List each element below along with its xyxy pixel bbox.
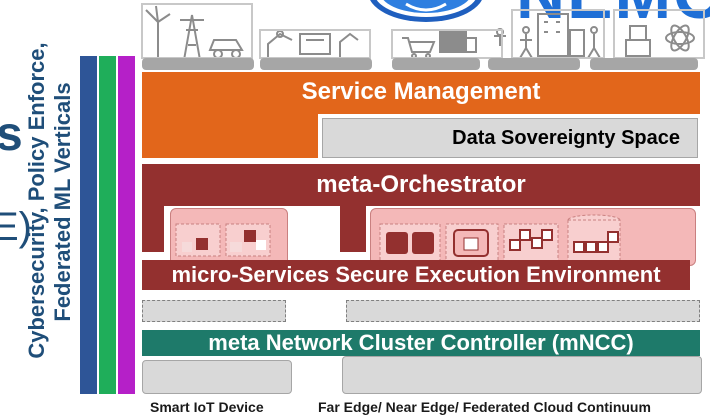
secure-execution-label: micro-Services Secure Execution Environm… (171, 262, 661, 287)
vertical-label-line1: Cybersecurity, Policy Enforce, (24, 42, 49, 359)
vertical-label-line2: Federated ML Verticals (50, 82, 75, 322)
footer-label-iot: Smart IoT Device (150, 399, 264, 415)
data-sovereignty-box (322, 118, 698, 158)
robot-arm-icon (267, 30, 293, 58)
iot-network-box (142, 300, 286, 322)
truck-icon (439, 29, 477, 53)
service-management-layer (142, 72, 700, 114)
car-icon (208, 39, 244, 59)
factory-machine-icon (299, 33, 331, 55)
atom-icon (665, 24, 695, 52)
device-icons-row (141, 3, 705, 61)
secure-execution-layer (142, 260, 690, 290)
service-management-extension (142, 114, 318, 158)
vertical-stripe-blue (80, 56, 97, 394)
device-tray-4 (488, 58, 580, 70)
power-pylon-icon (180, 14, 204, 61)
vertical-stripe-green (99, 56, 116, 394)
micro-service-blocks (175, 214, 621, 263)
edge-cloud-box (342, 356, 702, 394)
meta-orchestrator-mid-leg (340, 206, 366, 252)
vertical-stripe-purple (118, 56, 135, 394)
footer-label-edge: Far Edge/ Near Edge/ Federated Cloud Con… (318, 399, 651, 415)
person-icon (519, 26, 533, 59)
network-controller-label: meta Network Cluster Controller (mNCC) (208, 330, 634, 355)
cutoff-letter-bottom: E) (0, 205, 32, 249)
cutoff-letter-top: s (0, 108, 23, 161)
service-management-label: Service Management (301, 78, 541, 105)
iot-device-box (142, 360, 292, 394)
data-sovereignty-label: Data Sovereignty Space (452, 127, 680, 149)
building-icon (537, 13, 585, 57)
meta-orchestrator-layer (142, 164, 700, 206)
robot-icon (625, 25, 651, 57)
edge-network-box (346, 300, 700, 322)
device-tray-5 (590, 58, 698, 70)
robot-arm-icon-2 (339, 32, 359, 58)
device-tray-2 (260, 58, 372, 70)
person-icon-2 (587, 26, 601, 59)
device-tray-3 (392, 58, 480, 70)
globe-icon (370, 0, 482, 22)
wind-turbine-icon (145, 5, 171, 60)
meta-orchestrator-label: meta-Orchestrator (316, 171, 526, 198)
network-controller-layer (142, 330, 700, 356)
drone-icon (494, 28, 506, 46)
shopping-cart-icon (402, 37, 436, 59)
device-tray-1 (142, 58, 254, 70)
meta-orchestrator-left-leg (142, 206, 164, 252)
